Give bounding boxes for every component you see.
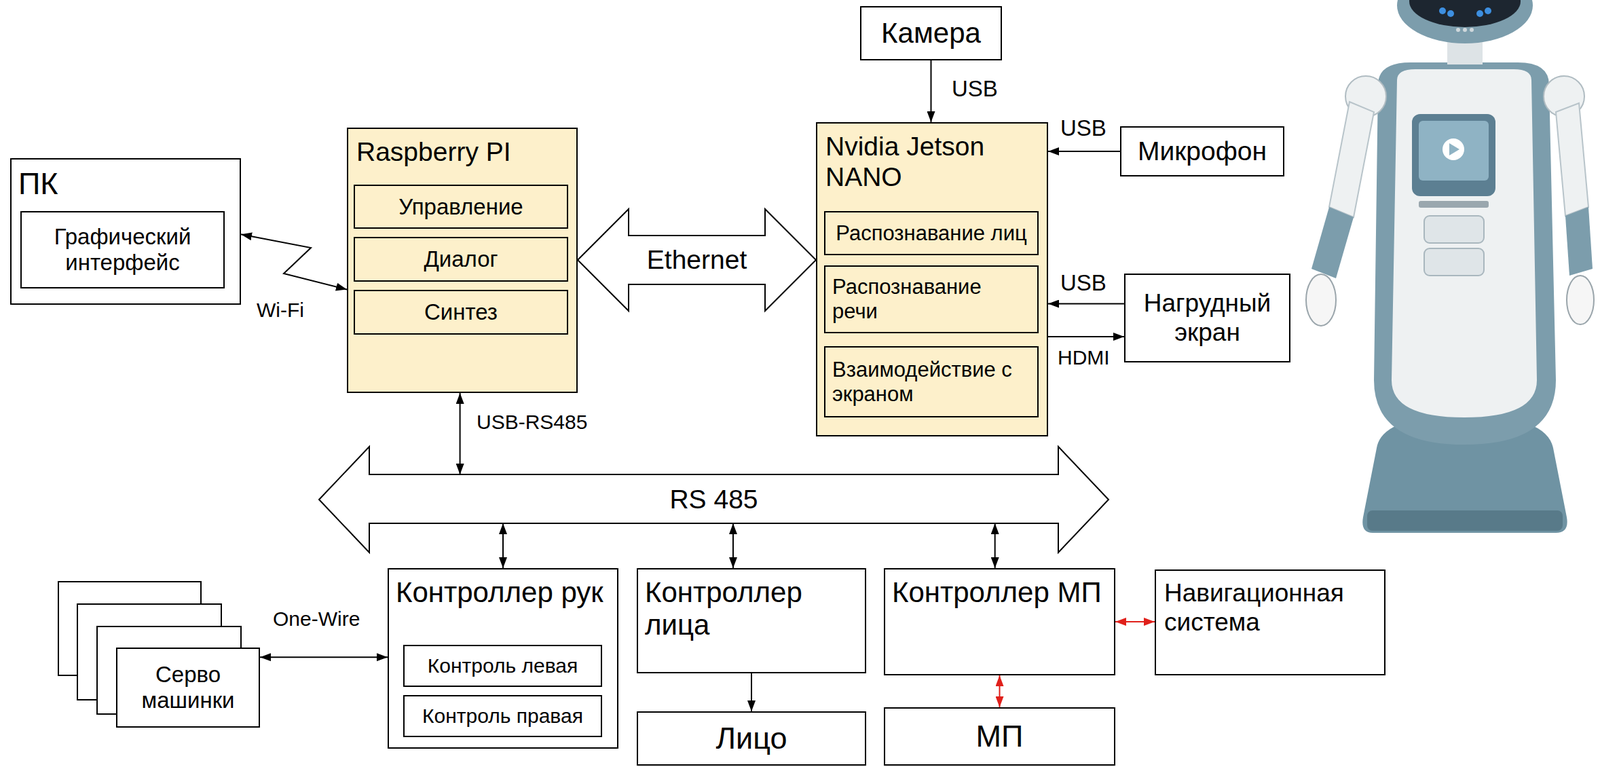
bus-shape: [319, 446, 1109, 553]
node-text: Raspberry PI: [356, 137, 569, 168]
bus-arrow: RS 485: [318, 445, 1110, 554]
connector-arrow: [999, 675, 1001, 708]
controller-box: Контроллер МП: [883, 568, 1116, 676]
connector-arrow: [1115, 621, 1155, 623]
node-text: Управление: [359, 194, 563, 220]
robot-part: [1484, 7, 1492, 15]
robot-part: [1306, 274, 1336, 326]
node-text: Графический интерфейс: [27, 224, 218, 276]
robot-part: [1409, 0, 1521, 28]
robot-part: [1373, 62, 1556, 445]
block-double-arrow: [577, 209, 816, 311]
node-text: Контроллер МП: [891, 576, 1108, 609]
edge-label: One-Wire: [271, 607, 362, 632]
connector-arrow: [732, 523, 734, 569]
edge-label: HDMI: [1056, 346, 1112, 370]
connector-arrow: [259, 656, 388, 658]
jetson-box: Nvidia Jetson NANO Распознавание лицРаспо…: [815, 122, 1049, 437]
sub-controller-box: Контроль правая: [403, 695, 603, 738]
module-box: Распознавание лиц: [824, 211, 1039, 256]
face-box: Лицо: [636, 711, 867, 766]
edge-label: USB: [1058, 115, 1108, 142]
microphone-box: Микрофон: [1120, 126, 1285, 177]
node-text: Контроллер рук: [395, 576, 611, 609]
robot-head: [1397, 0, 1533, 65]
module-box: Взаимодействие с экраном: [824, 346, 1039, 418]
node-text: МП: [889, 718, 1110, 755]
node-text: Лицо: [642, 720, 861, 757]
platform-box: МП: [883, 707, 1116, 766]
robot-part: [1411, 114, 1496, 197]
node-text: Серво машинки: [122, 661, 254, 714]
robot-part: [1367, 510, 1563, 531]
robot-part: [1311, 207, 1354, 279]
node-text: Nvidia Jetson NANO: [825, 131, 1039, 193]
node-text: ПК: [18, 166, 233, 202]
robot-part: [1418, 120, 1489, 181]
robot-part: [1424, 248, 1484, 276]
robot-part: [1476, 10, 1484, 17]
connector-arrow: [1048, 303, 1125, 305]
robot-part: [1418, 200, 1489, 208]
pc-box: ПК Графический интерфейс: [10, 158, 241, 305]
connector-arrow: [930, 60, 933, 123]
gui-box: Графический интерфейс: [20, 211, 225, 289]
module-box: Диалог: [353, 236, 569, 282]
robot-part: [1442, 138, 1465, 161]
edge-label: Ethernet: [645, 245, 749, 276]
node-text: Контроль правая: [407, 704, 598, 729]
edge-label: USB: [1058, 270, 1108, 296]
robot-part: [1555, 103, 1589, 216]
node-text: Взаимодействие с экраном: [832, 357, 1031, 406]
servo-box: Серво машинки: [116, 647, 260, 728]
module-box: Синтез: [353, 289, 569, 335]
robot-part: [1565, 207, 1593, 276]
edge-label: Wi-Fi: [255, 298, 306, 323]
connector-arrow: [994, 523, 996, 569]
robot-part: [1397, 0, 1533, 44]
robot-part: [1424, 215, 1484, 244]
robot-part: [1439, 7, 1446, 15]
connector-arrow: [1048, 150, 1121, 153]
node-text: RS 485: [318, 484, 1110, 516]
module-box: Распознавание речи: [824, 265, 1039, 334]
node-text: Навигационная система: [1164, 579, 1376, 637]
raspberry-box: Raspberry PI УправлениеДиалогСинтез: [346, 127, 578, 394]
robot-part: [1566, 275, 1594, 325]
connector-arrow: [502, 523, 504, 569]
edge-label: USB: [950, 76, 1000, 102]
chest-screen-box: Нагрудный экран: [1124, 273, 1291, 363]
node-text: Контроллер лица: [644, 576, 859, 643]
sub-controller-box: Контроль левая: [403, 644, 603, 687]
robot-right-arm: [1543, 76, 1594, 325]
robot-left-arm: [1306, 76, 1387, 326]
node-text: Микрофон: [1126, 136, 1278, 167]
robot-part: [1447, 10, 1455, 17]
node-text: Диалог: [359, 246, 563, 273]
robot-illustration: [1289, 0, 1600, 544]
node-text: Синтез: [359, 299, 563, 326]
connector-arrow: [750, 673, 753, 712]
node-text: Контроль левая: [407, 654, 598, 679]
camera-box: Камера: [860, 6, 1002, 61]
node-text: Распознавание лиц: [829, 221, 1034, 246]
node-text: Нагрудный экран: [1130, 289, 1284, 347]
edge-label: USB-RS485: [475, 410, 589, 435]
robot-torso: [1373, 62, 1556, 445]
connector-arrow: [459, 393, 461, 475]
controller-box: Контроллер лица: [636, 568, 867, 674]
node-text: Камера: [866, 16, 996, 50]
robot-part: [1469, 27, 1474, 32]
robot-part: [1456, 27, 1461, 32]
node-text: Распознавание речи: [832, 274, 1031, 324]
navigation-box: Навигационная система: [1154, 569, 1386, 676]
robot-part: [1329, 101, 1374, 218]
controller-box: Контроллер рукКонтроль леваяКонтроль пра…: [387, 568, 619, 749]
robot-part: [1449, 143, 1460, 156]
connector-arrow: [240, 234, 347, 290]
module-box: Управление: [353, 184, 569, 229]
robot-part: [1462, 27, 1467, 32]
connector-arrow: [1048, 336, 1125, 338]
robot-part: [1391, 69, 1537, 418]
